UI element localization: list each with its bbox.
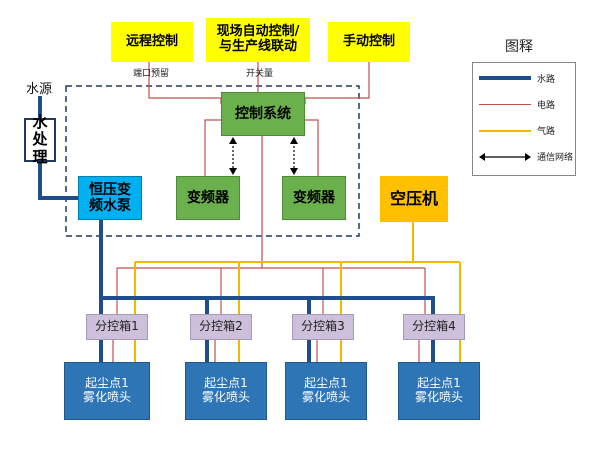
legend-item-electric: 电路 bbox=[473, 97, 577, 113]
nozzle-1-line2: 雾化喷头 bbox=[82, 390, 131, 404]
vfd-right-label: 变频器 bbox=[293, 189, 335, 206]
sub-control-box-4: 分控箱4 bbox=[403, 314, 465, 340]
water-treatment-char-1: 水 bbox=[32, 113, 48, 132]
sub-control-box-2: 分控箱2 bbox=[190, 314, 252, 340]
legend: 水路 电路 气路 通信网络 bbox=[472, 62, 576, 176]
nozzle-4-line2: 雾化喷头 bbox=[414, 390, 463, 404]
nozzle-2-line1: 起尘点1 bbox=[204, 376, 248, 391]
constant-pressure-pump-box: 恒压变 频水泵 bbox=[78, 176, 142, 220]
nozzle-2-line2: 雾化喷头 bbox=[201, 390, 250, 404]
switch-signal-label: 开关量 bbox=[246, 69, 274, 79]
manual-control-box: 手动控制 bbox=[328, 22, 410, 62]
sub-control-box-1: 分控箱1 bbox=[86, 314, 148, 340]
nozzle-4-line1: 起尘点1 bbox=[417, 376, 461, 391]
electric-lines bbox=[112, 62, 426, 362]
pump-label-line2: 频水泵 bbox=[89, 198, 131, 214]
vfd-left-label: 变频器 bbox=[187, 189, 229, 206]
air-compressor-box: 空压机 bbox=[380, 176, 448, 222]
vfd-right-box: 变频器 bbox=[282, 176, 346, 220]
legend-comm-arrow-icon bbox=[479, 153, 531, 161]
nozzle-3-line1: 起尘点1 bbox=[304, 376, 348, 391]
legend-electric-label: 电路 bbox=[537, 101, 556, 111]
comm-lines bbox=[232, 142, 295, 170]
nozzle-1-line1: 起尘点1 bbox=[85, 376, 129, 391]
legend-water-label: 水路 bbox=[537, 75, 556, 85]
onsite-control-line2: 与生产线联动 bbox=[218, 39, 297, 54]
air-compressor-label: 空压机 bbox=[389, 188, 438, 208]
water-treatment-char-2: 处 bbox=[32, 130, 48, 149]
nozzle-box-4: 起尘点1 雾化喷头 bbox=[398, 362, 480, 420]
nozzle-3-line2: 雾化喷头 bbox=[301, 390, 350, 404]
legend-comm-label: 通信网络 bbox=[537, 153, 574, 163]
legend-air-label: 气路 bbox=[537, 127, 556, 137]
nozzle-box-2: 起尘点1 雾化喷头 bbox=[185, 362, 267, 420]
legend-electric-swatch bbox=[479, 104, 531, 105]
sub-control-box-3-label: 分控箱3 bbox=[301, 319, 345, 334]
legend-air-swatch bbox=[479, 130, 531, 132]
water-treatment-char-3: 理 bbox=[32, 147, 48, 166]
onsite-control-line1: 现场自动控制/ bbox=[216, 24, 300, 40]
control-cabinet-boundary bbox=[65, 85, 360, 237]
legend-item-comm: 通信网络 bbox=[473, 149, 577, 165]
water-treatment-box: 水 处 理 bbox=[24, 113, 56, 165]
control-system-label: 控制系统 bbox=[235, 105, 291, 122]
control-system-box: 控制系统 bbox=[221, 92, 305, 136]
sub-control-box-1-label: 分控箱1 bbox=[95, 319, 139, 334]
onsite-auto-control-box: 现场自动控制/ 与生产线联动 bbox=[206, 18, 310, 62]
water-source-label: 水源 bbox=[26, 82, 53, 97]
sub-control-box-3: 分控箱3 bbox=[292, 314, 354, 340]
water-lines bbox=[38, 96, 435, 362]
legend-title: 图释 bbox=[505, 39, 533, 55]
remote-control-label: 远程控制 bbox=[125, 33, 178, 49]
air-lines bbox=[134, 222, 461, 362]
legend-item-water: 水路 bbox=[473, 71, 577, 87]
manual-control-label: 手动控制 bbox=[342, 33, 395, 49]
vfd-left-box: 变频器 bbox=[176, 176, 240, 220]
remote-control-box: 远程控制 bbox=[111, 22, 193, 62]
nozzle-box-1: 起尘点1 雾化喷头 bbox=[64, 362, 150, 420]
legend-water-swatch bbox=[479, 76, 531, 80]
legend-item-air: 气路 bbox=[473, 123, 577, 139]
sub-control-box-4-label: 分控箱4 bbox=[412, 319, 456, 334]
pump-label-line1: 恒压变 bbox=[89, 181, 131, 198]
port-reserved-label: 端口预留 bbox=[133, 69, 170, 79]
comm-arrowheads bbox=[229, 137, 298, 175]
nozzle-box-3: 起尘点1 雾化喷头 bbox=[285, 362, 367, 420]
sub-control-box-2-label: 分控箱2 bbox=[199, 319, 243, 334]
